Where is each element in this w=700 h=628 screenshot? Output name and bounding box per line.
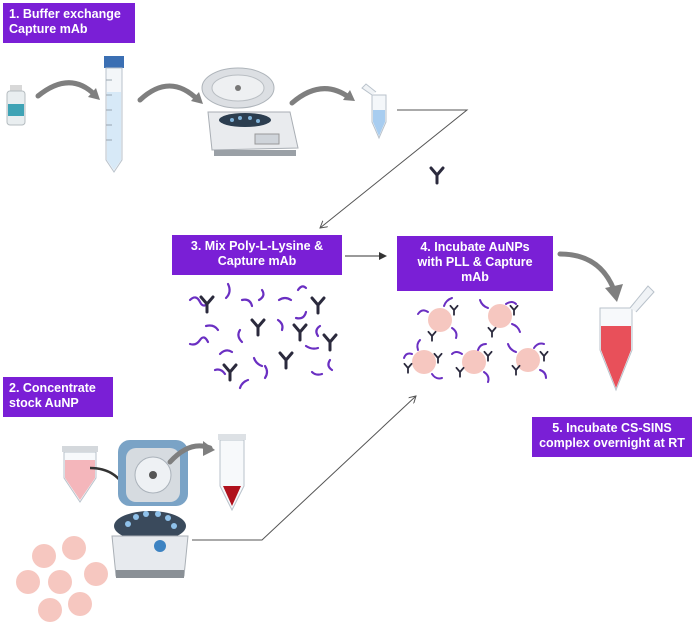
microtube-icon [361, 83, 387, 140]
concentrated-aunp-tube-icon [218, 434, 246, 512]
conical-tube-icon [104, 56, 124, 173]
microcentrifuge-icon [111, 440, 189, 578]
arrow-centrifuge-to-microtube [289, 86, 353, 106]
connector-microtube-to-step3 [320, 109, 469, 228]
centrifuge-icon [201, 67, 299, 156]
aunp-stock-tube-icon [62, 446, 98, 503]
aunp-particles [16, 536, 108, 622]
step5-label: 5. Incubate CS-SINS complex overnight at… [532, 417, 692, 457]
step2-label: 2. Concentrate stock AuNP [3, 377, 113, 417]
arrow-vial-to-tube [35, 80, 98, 99]
step1-label: 1. Buffer exchange Capture mAb [3, 3, 135, 43]
step3-label: 3. Mix Poly-L-Lysine & Capture mAb [172, 235, 342, 275]
pll-antibody-mixture [188, 282, 338, 390]
arrow-tube-to-centrifuge [137, 83, 201, 103]
connector-microcentrifuge-to-step4 [192, 396, 416, 541]
aunp-conjugates [403, 297, 549, 383]
vial-icon [6, 85, 26, 126]
antibody-icon [429, 166, 445, 185]
arrow-step4-to-final-tube [557, 251, 617, 293]
step4-label: 4. Incubate AuNPs with PLL & Capture mAb [397, 236, 553, 291]
final-tube-icon [599, 285, 655, 392]
